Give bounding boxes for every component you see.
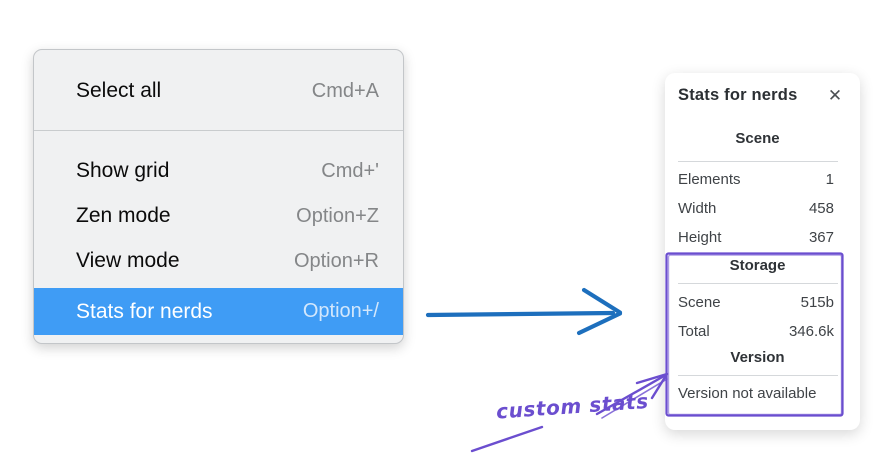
stat-label: Scene xyxy=(678,293,721,311)
menu-item-shortcut: Option+R xyxy=(293,249,379,272)
stats-panel: Stats for nerds ✕ Scene Elements 1 Width… xyxy=(665,73,860,430)
divider xyxy=(678,161,838,162)
menu-item-label: Select all xyxy=(76,79,162,102)
stat-value: 1 xyxy=(825,170,834,188)
menu-item-select-all[interactable]: Select all Cmd+A xyxy=(34,74,403,108)
menu-item-shortcut: Cmd+A xyxy=(311,79,379,102)
version-note: Version not available xyxy=(678,385,817,402)
menu-item-shortcut: Option+Z xyxy=(296,204,379,227)
stat-row-width: Width 458 xyxy=(678,198,834,218)
stat-label: Width xyxy=(678,199,717,217)
stat-label: Total xyxy=(678,322,710,340)
stat-row-scene-storage: Scene 515b xyxy=(678,292,834,312)
section-header-scene: Scene xyxy=(735,130,780,147)
menu-item-label: Zen mode xyxy=(76,204,171,227)
stat-value: 346.6k xyxy=(788,322,834,340)
menu-item-shortcut: Cmd+' xyxy=(321,159,379,182)
blue-arrow xyxy=(425,287,623,336)
menu-item-label: Stats for nerds xyxy=(76,299,213,323)
menu-item-shortcut: Option+/ xyxy=(302,300,379,322)
menu-item-view-mode[interactable]: View mode Option+R xyxy=(34,244,403,278)
menu-item-zen-mode[interactable]: Zen mode Option+Z xyxy=(34,199,403,233)
stats-panel-title: Stats for nerds xyxy=(678,86,798,104)
stat-row-elements: Elements 1 xyxy=(678,169,834,189)
annotation-custom-stats: custom stats xyxy=(495,388,650,424)
menu-separator xyxy=(34,130,403,131)
stat-label: Height xyxy=(678,228,722,246)
stat-value: 458 xyxy=(808,199,834,217)
divider xyxy=(678,375,838,376)
menu-item-stats-for-nerds[interactable]: Stats for nerds Option+/ xyxy=(34,288,403,335)
stat-label: Elements xyxy=(678,170,741,188)
stat-value: 515b xyxy=(800,293,834,311)
stat-row-total-storage: Total 346.6k xyxy=(678,321,834,341)
section-header-version: Version xyxy=(730,349,785,366)
menu-item-label: Show grid xyxy=(76,159,170,182)
menu-item-show-grid[interactable]: Show grid Cmd+' xyxy=(34,154,403,188)
menu-item-label: View mode xyxy=(76,249,180,272)
close-icon[interactable]: ✕ xyxy=(825,86,845,106)
section-header-storage: Storage xyxy=(729,257,786,274)
stat-value: 367 xyxy=(808,228,834,246)
stat-row-height: Height 367 xyxy=(678,227,834,247)
context-menu: Select all Cmd+A Show grid Cmd+' Zen mod… xyxy=(33,49,404,344)
divider xyxy=(678,283,838,284)
